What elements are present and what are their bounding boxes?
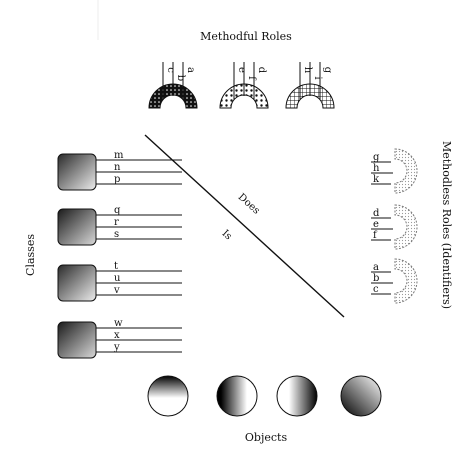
- is-label: Is: [220, 228, 234, 242]
- class-letter: s: [114, 229, 119, 240]
- class-box: w x y: [57, 318, 182, 359]
- role-method-letter: i: [312, 76, 323, 79]
- does-is-divider: [144, 134, 345, 318]
- role-letter: h: [373, 163, 380, 174]
- classes: m n p q r s t u v w x y: [57, 150, 182, 359]
- role-letter: e: [373, 219, 379, 230]
- object-sphere: [340, 375, 382, 417]
- class-letter: v: [113, 285, 120, 296]
- methodless-role: g h k: [371, 148, 418, 194]
- class-letter: r: [114, 217, 119, 228]
- role-letter: g: [373, 152, 380, 163]
- does-label: Does: [236, 192, 262, 217]
- role-method-letter: b: [175, 75, 186, 81]
- class-letter: q: [114, 205, 121, 216]
- objects-title: Objects: [245, 431, 288, 444]
- class-letter: y: [113, 342, 120, 353]
- methodless-roles: g h k d e f a b c: [371, 148, 418, 304]
- object-sphere: [216, 375, 258, 417]
- role-letter: c: [373, 284, 379, 295]
- class-letter: w: [114, 318, 123, 329]
- role-method-letter: g: [322, 67, 333, 74]
- role-method-letter: a: [185, 67, 196, 73]
- object-sphere: [147, 375, 189, 417]
- object-sphere: [276, 375, 318, 417]
- methodful-role: c b a: [148, 62, 198, 109]
- classes-title: Classes: [24, 234, 37, 276]
- role-method-letter: c: [165, 67, 176, 73]
- class-box: t u v: [57, 261, 182, 302]
- role-method-letter: f: [246, 76, 257, 81]
- role-letter: b: [373, 273, 379, 284]
- class-letter: m: [114, 150, 124, 161]
- class-box: m n p: [57, 150, 182, 191]
- role-letter: a: [373, 262, 379, 273]
- role-letter: k: [373, 174, 380, 185]
- role-method-letter: d: [256, 67, 267, 74]
- methodful-role: h i g: [285, 62, 335, 109]
- methodless-role: d e f: [371, 204, 418, 250]
- role-letter: f: [373, 230, 378, 241]
- methodful-role: e f d: [219, 62, 269, 109]
- role-method-letter: h: [302, 67, 313, 74]
- class-letter: x: [114, 330, 120, 341]
- class-letter: n: [114, 162, 121, 173]
- class-letter: u: [114, 273, 121, 284]
- methodless-roles-title: Methodless Roles (Identifiers): [440, 141, 453, 309]
- class-letter: p: [114, 174, 120, 185]
- methodful-roles-title: Methodful Roles: [200, 30, 292, 43]
- class-letter: t: [114, 261, 118, 272]
- role-method-letter: e: [236, 67, 247, 73]
- objects: [147, 375, 382, 417]
- methodless-role: a b c: [371, 258, 418, 304]
- role-letter: d: [373, 208, 380, 219]
- methodful-roles: c b a e f d h i g: [148, 62, 335, 109]
- class-box: q r s: [57, 205, 182, 246]
